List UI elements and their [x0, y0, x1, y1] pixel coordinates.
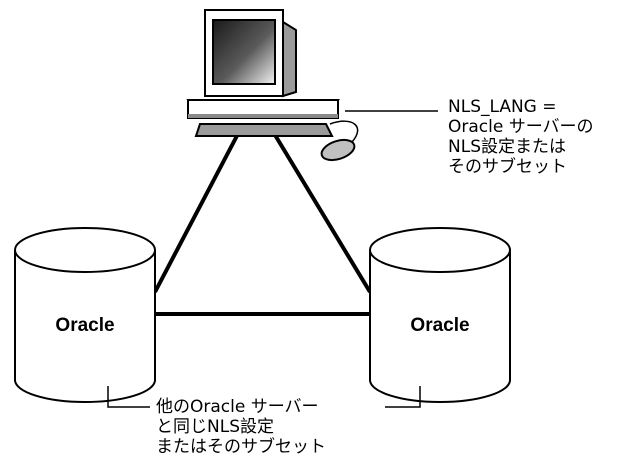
server-note-line: と同じNLS設定	[156, 417, 274, 437]
database-left-icon	[14, 227, 156, 403]
network-links	[153, 128, 372, 316]
monitor-side	[282, 20, 297, 98]
link-client-to-right-db	[270, 128, 372, 294]
keyboard	[194, 123, 334, 137]
mouse-cable	[329, 120, 359, 143]
server-note-line: またはそのサブセット	[156, 437, 326, 457]
mouse-icon	[320, 138, 356, 162]
leader-lines	[107, 110, 438, 408]
computer-base-shadow	[188, 114, 338, 118]
link-client-to-left-db	[153, 129, 242, 293]
server-note-line: 他のOracle サーバー	[156, 397, 319, 417]
server-note-leader-left	[107, 386, 150, 408]
server-note-leader-right	[385, 386, 421, 408]
client-note-line: NLS設定または	[448, 137, 566, 157]
client-note-line: Oracle サーバーの	[448, 117, 594, 137]
database-right-label: Oracle	[410, 315, 470, 336]
client-computer-icon	[186, 9, 359, 162]
client-nls-note: NLS_LANG = Oracle サーバーの NLS設定または そのサブセット	[448, 97, 594, 177]
database-right-icon	[369, 227, 511, 403]
client-note-line: そのサブセット	[448, 157, 567, 177]
server-nls-note: 他のOracle サーバー と同じNLS設定 またはそのサブセット	[156, 397, 326, 457]
monitor-screen	[212, 19, 276, 85]
client-note-line: NLS_LANG =	[448, 97, 557, 117]
database-left-label: Oracle	[55, 315, 115, 336]
